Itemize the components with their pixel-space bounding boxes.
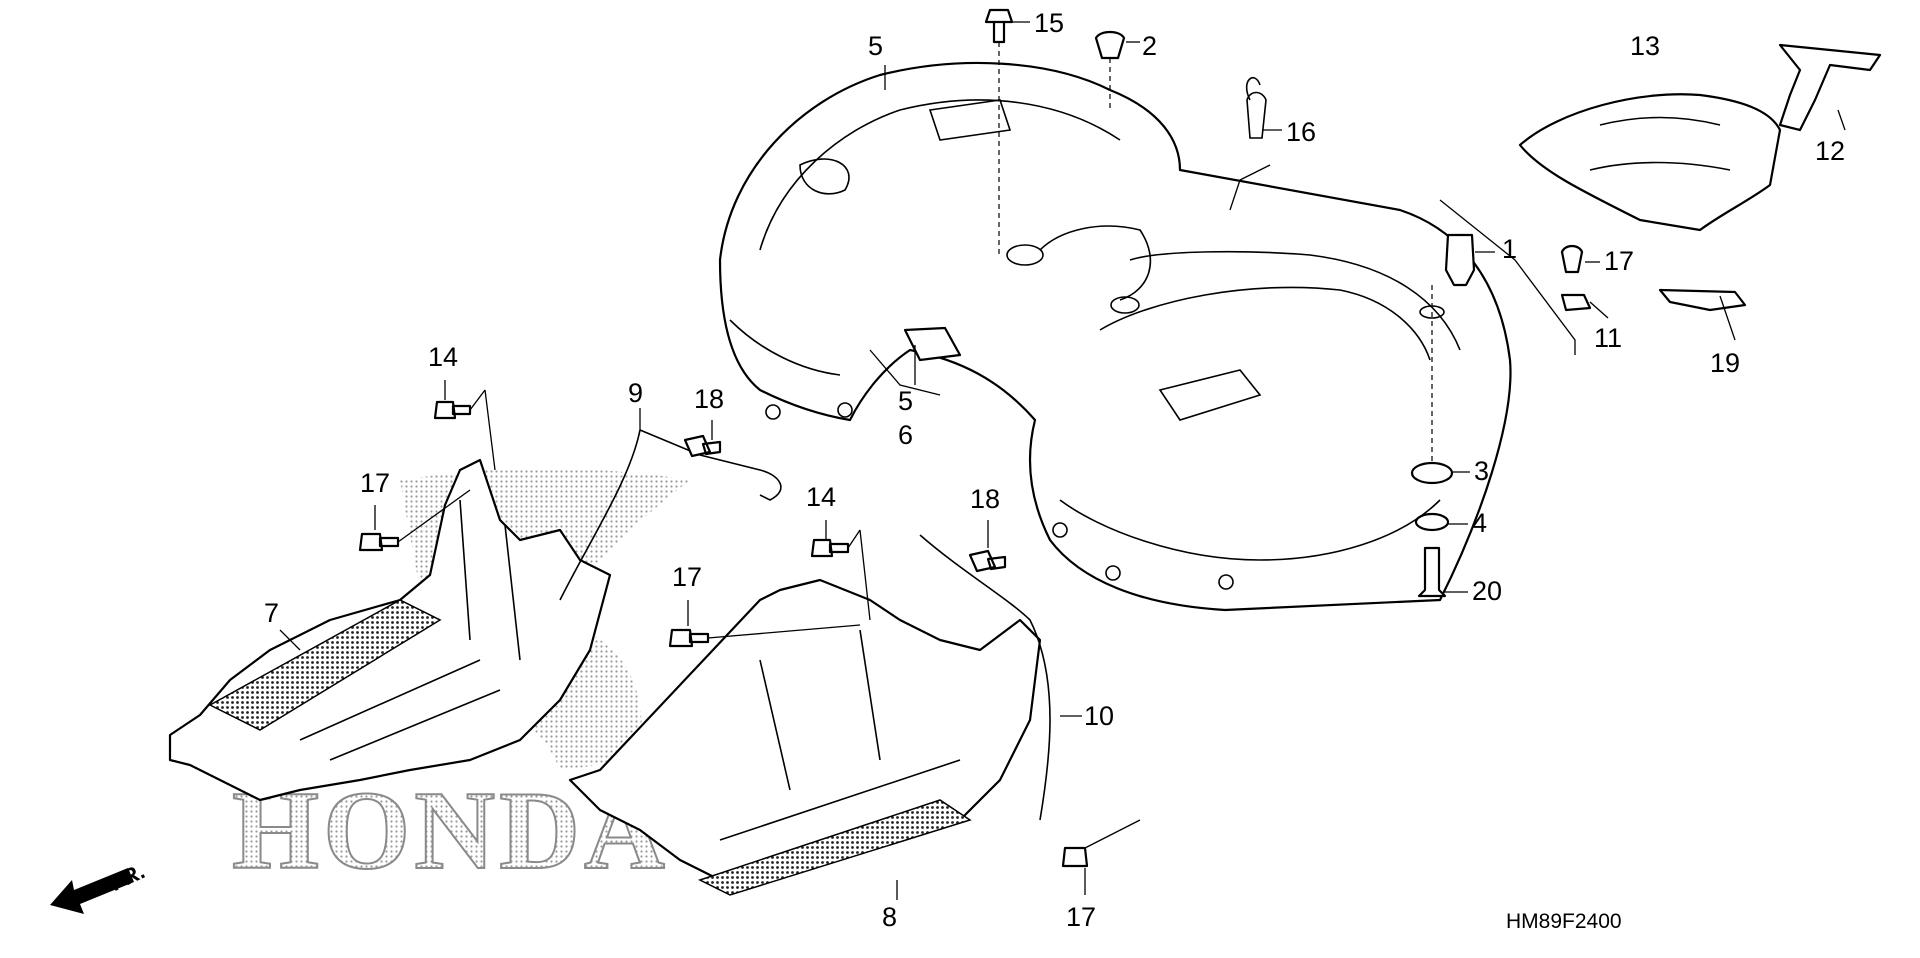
left-footrest-mesh <box>208 599 442 731</box>
callout-5-lower: 5 <box>898 386 913 416</box>
callout-14-right: 14 <box>806 482 836 512</box>
callout-16: 16 <box>1286 117 1316 147</box>
callout-17-bottom: 17 <box>1066 902 1096 932</box>
right-footrest-mesh <box>698 799 972 896</box>
callout-10: 10 <box>1084 701 1114 731</box>
clip-16-icon <box>1245 77 1267 139</box>
callout-17-right: 17 <box>1604 246 1634 276</box>
rear-fender <box>718 61 1512 612</box>
seat-cover-panel <box>1518 93 1782 232</box>
collar-3-icon <box>1410 461 1454 485</box>
callout-17-middle: 17 <box>672 562 702 592</box>
bracket-12 <box>1778 43 1882 132</box>
callout-9: 9 <box>628 378 643 408</box>
callout-17-left: 17 <box>360 468 390 498</box>
callout-12: 12 <box>1815 136 1845 166</box>
callout-1: 1 <box>1502 234 1517 264</box>
bolt-15-icon <box>984 8 1014 44</box>
fender-plate <box>1158 369 1262 421</box>
clip-17b-icon <box>668 628 710 648</box>
left-footrest <box>168 458 612 802</box>
callout-19: 19 <box>1710 348 1740 378</box>
clip-17-icon <box>1560 244 1584 274</box>
callout-6: 6 <box>898 420 913 450</box>
callout-2: 2 <box>1142 31 1157 61</box>
callout-11: 11 <box>1594 323 1622 353</box>
hardware <box>358 8 1592 868</box>
callout-18-right: 18 <box>970 484 1000 514</box>
callout-20: 20 <box>1472 576 1502 606</box>
callout-3: 3 <box>1474 456 1489 486</box>
callout-15: 15 <box>1034 8 1064 38</box>
bolt-20-icon <box>1417 546 1447 598</box>
callout-14-left: 14 <box>428 342 458 372</box>
bracket-19 <box>1658 288 1747 312</box>
callout-8: 8 <box>882 902 897 932</box>
clip-17a-icon <box>358 532 400 552</box>
right-footrest <box>568 578 1042 896</box>
callout-7: 7 <box>264 598 279 628</box>
callout-5-upper: 5 <box>868 31 883 61</box>
bolt-14b-icon <box>810 538 850 558</box>
callout-4: 4 <box>1472 508 1487 538</box>
fender-flat-pad <box>928 99 1012 141</box>
grommet-2-icon <box>1094 30 1126 60</box>
nut-11-icon <box>1560 293 1592 312</box>
fender-boss <box>1006 244 1044 266</box>
bolt-18a-icon <box>683 434 722 458</box>
washer-4-icon <box>1414 512 1450 532</box>
bolt-18b-icon <box>968 549 1007 573</box>
leader-lines <box>279 21 1846 900</box>
damper-1-icon <box>1444 233 1476 287</box>
clip-17c-icon <box>1061 846 1089 868</box>
bolt-14a-icon <box>433 400 472 420</box>
callout-13: 13 <box>1630 31 1660 61</box>
callout-labels: 1 2 3 4 5 5 6 7 8 9 10 11 12 13 14 14 15… <box>264 8 1845 932</box>
stay-wire-9 <box>559 429 782 601</box>
callout-18-left: 18 <box>694 384 724 414</box>
front-arrow-icon <box>50 868 134 914</box>
stay-wire-10 <box>919 534 1051 821</box>
front-direction-indicator: FR. <box>50 858 149 914</box>
diagram-code: HM89F2400 <box>1506 910 1622 933</box>
